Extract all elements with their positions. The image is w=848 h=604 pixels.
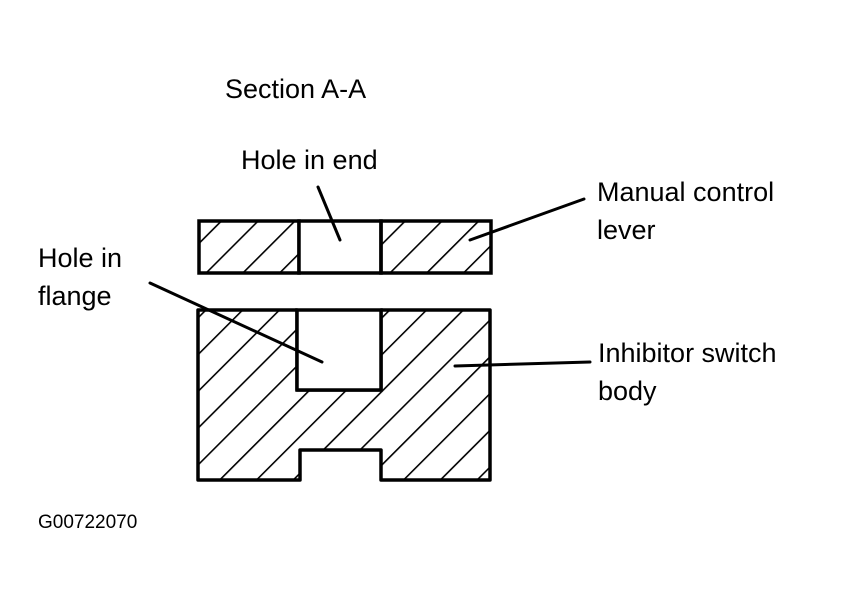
label-hole-in-end: Hole in end xyxy=(241,145,378,175)
label-manual-control-lever-line2: lever xyxy=(597,215,656,245)
label-hole-in-flange-line2: flange xyxy=(38,281,112,311)
manual-control-lever-section xyxy=(197,219,493,275)
label-manual-control-lever: Manual control lever xyxy=(597,173,774,249)
label-inhibitor-switch-body: Inhibitor switch body xyxy=(598,334,777,410)
lever-right-hatched-part xyxy=(379,219,493,275)
label-hole-in-flange-line1: Hole in xyxy=(38,243,123,273)
inhibitor-switch-body-section xyxy=(196,308,492,482)
label-hole-in-flange: Hole in flange xyxy=(38,239,122,315)
figure-id: G00722070 xyxy=(38,512,138,533)
leader-hole-in-end xyxy=(316,185,342,242)
label-manual-control-lever-line1: Manual control xyxy=(597,177,775,207)
hole-in-flange xyxy=(295,308,383,392)
leader-inhibitor-switch-body xyxy=(453,360,592,368)
label-inhibitor-switch-body-line2: body xyxy=(598,376,657,406)
leader-manual-control-lever xyxy=(468,197,586,242)
label-inhibitor-switch-body-line1: Inhibitor switch xyxy=(598,338,777,368)
lever-hole-in-end xyxy=(297,219,383,275)
lever-left-hatched-part xyxy=(197,219,301,275)
leader-lines xyxy=(148,185,592,368)
section-title: Section A-A xyxy=(225,74,367,104)
leader-hole-in-flange xyxy=(148,281,324,364)
